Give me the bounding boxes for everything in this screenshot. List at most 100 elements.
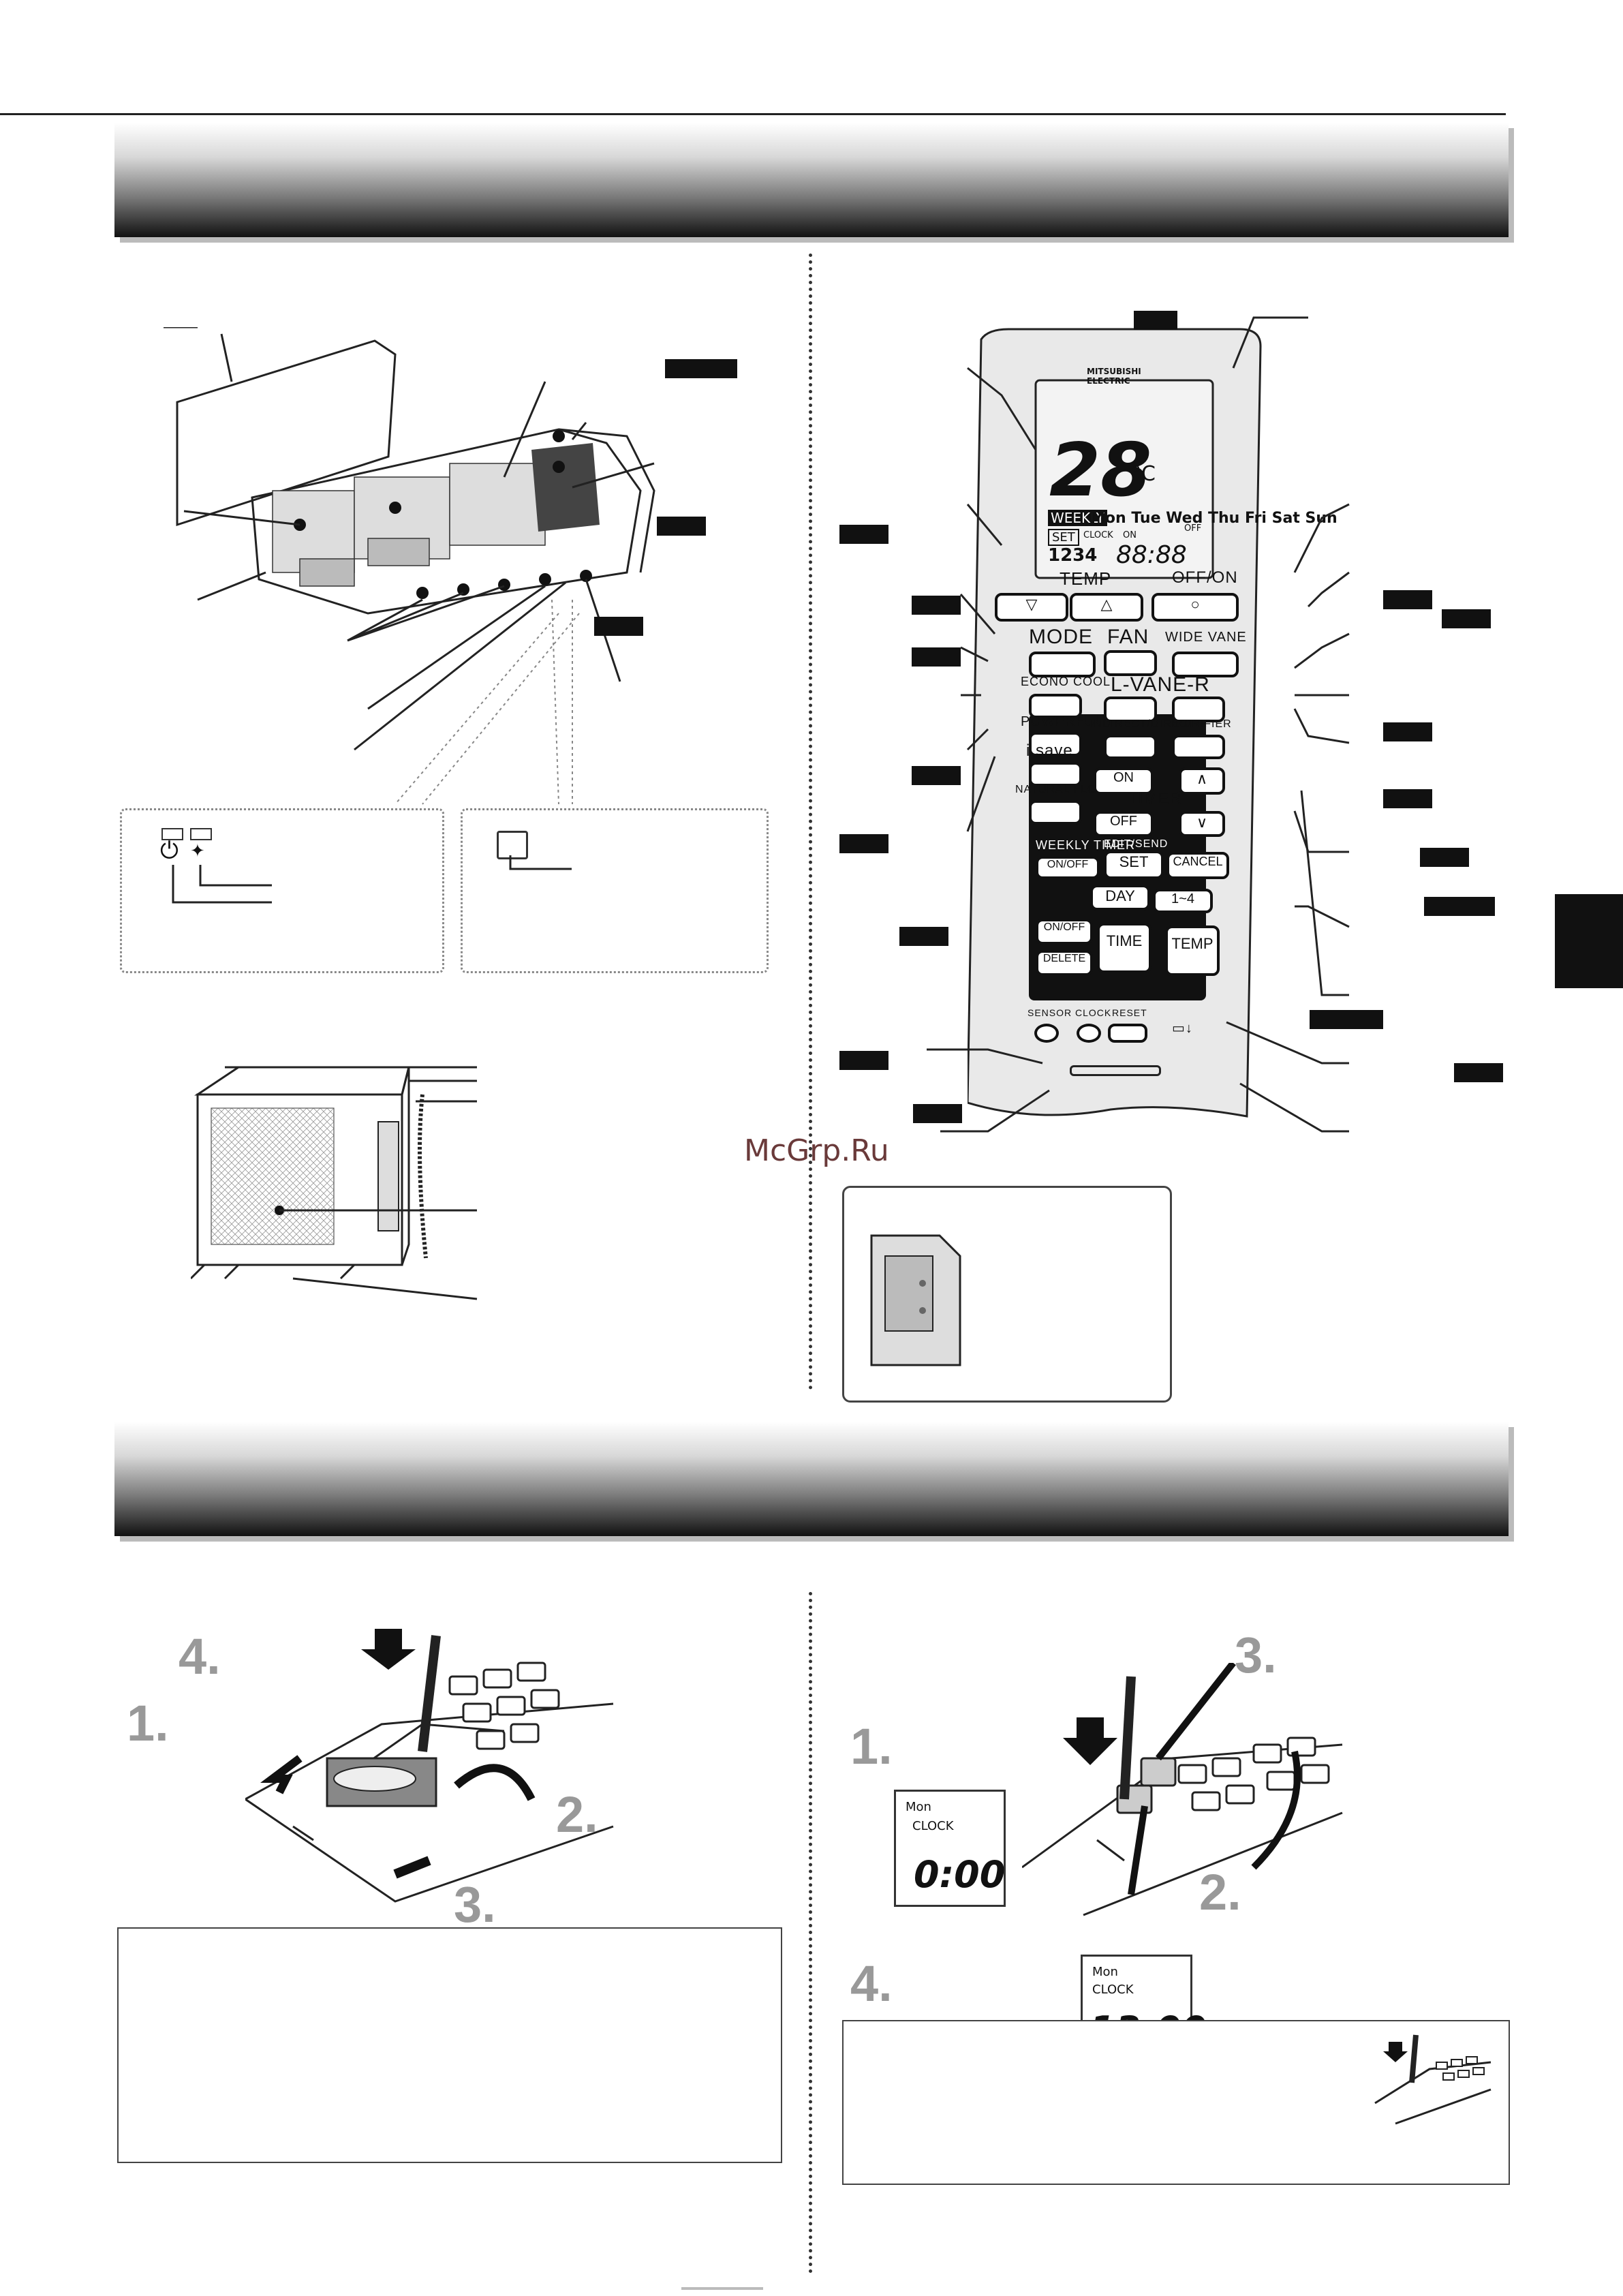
leader-line [509,855,572,870]
cancel-button[interactable]: CANCEL [1166,852,1229,879]
indirect-direct-label: INDIRECT/DIRECT [1090,718,1196,730]
battery-step-3: 3. [454,1876,496,1933]
temp-down-button[interactable]: ▽ [995,593,1068,622]
chapter-tab [1555,894,1623,988]
temp-up-button[interactable]: △ [1070,593,1143,622]
clock-step-2: 2. [1199,1864,1241,1920]
label-tag [1424,897,1495,916]
lcd-days: Mon Tue Wed Thu Fri Sat Sun [1090,510,1338,527]
label-tag [913,1104,962,1123]
indicator-lamp [161,828,183,840]
lcd-set: SET [1048,529,1079,546]
column-divider-bottom [809,1592,812,2274]
sensor-label: SENSOR [1027,1007,1072,1018]
detail-panel-buttons: ⏻ ✦ [120,808,444,973]
sensor-button[interactable] [1034,1024,1059,1043]
i-save-label: i save [1026,741,1073,760]
timer-down-button[interactable]: ∨ [1179,811,1225,837]
watermark: McGrp.Ru [744,1133,889,1168]
battery-icon: ▭↓ [1172,1021,1193,1036]
clock-step-3: 3. [1235,1627,1277,1683]
powerful-label: POWERFUL [1021,714,1104,729]
program-1-4-button[interactable]: 1~4 [1153,889,1213,913]
purifier-label: PURIFIER [1175,718,1232,730]
econo-cool-button[interactable] [1029,694,1082,718]
footer-mark [681,2287,763,2290]
reset-button[interactable] [1108,1024,1147,1043]
display-clock-label: CLOCK [912,1819,954,1833]
timer-off-button[interactable]: OFF [1094,811,1154,837]
powerful-button[interactable] [1029,732,1082,756]
lcd-on: ON [1123,530,1137,540]
lcd-off: OFF [1184,523,1202,534]
reset-label: RESET [1112,1007,1147,1018]
wide-vane-button[interactable] [1172,652,1239,677]
i-save-button[interactable] [1029,762,1082,786]
l-vane-button[interactable] [1104,697,1157,722]
natural-flow-button[interactable] [1029,800,1082,825]
display-day: Mon [1092,1965,1118,1979]
lcd-program-numbers: 1234 [1048,545,1098,566]
battery-note-box [117,1927,782,2163]
remote-leader-lines [927,316,1350,1133]
label-tag [912,766,961,785]
fan-button[interactable] [1104,650,1157,676]
clock-display-blinking: Mon CLOCK 0:00 [894,1790,1006,1907]
wide-vane-label: WIDE VANE [1165,630,1247,645]
lcd-clock: CLOCK [1083,530,1113,540]
clock-label: CLOCK [1075,1007,1112,1018]
delete-button[interactable]: DELETE [1036,950,1093,976]
on-off-button[interactable]: ON/OFF [1036,919,1093,945]
display-clock-label: CLOCK [1092,1983,1134,1997]
weekly-on-off-button[interactable]: ON/OFF [1036,856,1100,879]
power-icon: ⏻ [160,838,179,863]
section-header-bar-2 [114,1422,1509,1536]
outdoor-unit-illustration [191,1066,478,1300]
time-button[interactable]: TIME [1097,923,1151,973]
indicator-lamp [190,828,212,840]
label-tag [839,1051,888,1070]
mode-label: MODE [1029,626,1093,648]
temp-set-button[interactable]: TEMP [1165,925,1220,976]
label-tag [1454,1063,1503,1082]
label-tag [657,517,706,536]
purifier-button[interactable] [1172,735,1225,759]
temp-label: TEMP [1060,568,1112,589]
battery-insertion-illustration [245,1629,614,1903]
remote-holder-illustration [870,1234,961,1366]
display-day: Mon [906,1800,931,1814]
label-tag [1383,590,1432,609]
receiver-window [497,831,528,859]
label-tag [912,596,961,615]
indoor-unit-illustration [164,327,655,805]
timer-on-button[interactable]: ON [1094,767,1154,795]
timer-up-button[interactable]: ∧ [1179,767,1225,795]
indirect-direct-button[interactable] [1104,735,1157,759]
day-button[interactable]: DAY [1090,885,1150,910]
label-tag [1442,609,1491,628]
r-vane-button[interactable] [1172,697,1225,722]
weekly-timer-label: WEEKLY TIMER [1036,838,1136,852]
clock-step-1: 1. [850,1718,893,1775]
label-tag [1420,848,1469,867]
clock-step-4: 4. [850,1955,893,2012]
display-time: 0:00 [914,1853,1006,1896]
battery-cover-slot [1070,1065,1161,1076]
clock-button[interactable] [1077,1024,1101,1043]
edit-send-label: EDIT/SEND [1104,838,1169,850]
lcd-weekly: WEEKLY [1048,510,1107,526]
label-tag [1383,722,1432,741]
label-tag [912,647,961,667]
off-on-button[interactable]: ○ [1151,593,1239,622]
set-button[interactable]: SET [1104,851,1164,879]
leader-lines [172,865,272,904]
column-divider-top [809,254,812,1390]
mode-button[interactable] [1029,652,1096,677]
econo-cool-label: ECONO COOL [1021,675,1111,688]
lcd-time: 88:88 [1116,541,1187,569]
label-tag [1310,1010,1383,1029]
reset-illustration [1374,2034,1491,2125]
battery-step-4: 4. [179,1628,221,1685]
